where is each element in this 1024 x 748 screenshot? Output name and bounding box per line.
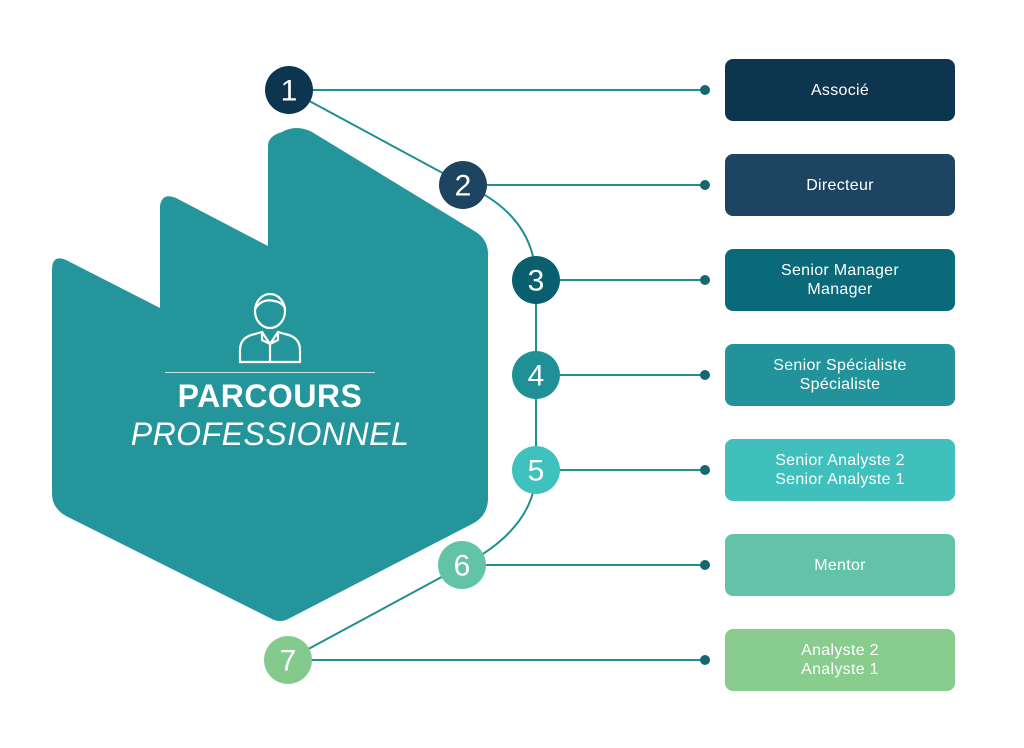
step-circle-3: 3 [512, 256, 560, 304]
step-circle-shape [439, 161, 487, 209]
role-label: Analyste 2 [801, 642, 879, 659]
step-circle-1: 1 [265, 66, 313, 114]
role-box-7: Analyste 2 Analyste 1 [725, 629, 955, 691]
step-number: 5 [528, 455, 545, 488]
role-label: Directeur [806, 176, 874, 194]
step-circle-5: 5 [512, 446, 560, 494]
horizontal-connectors [288, 85, 710, 665]
role-box-6: Mentor [725, 534, 955, 596]
connector-dot [700, 465, 710, 475]
role-label: Analyste 1 [801, 661, 879, 678]
role-label: Spécialiste [799, 376, 881, 393]
role-label: Senior Analyste 2 [775, 452, 905, 469]
step-circle-6: 6 [438, 541, 486, 589]
step-number: 4 [528, 360, 545, 393]
connector-dot [700, 370, 710, 380]
role-box-5: Senior Analyste 2 Senior Analyste 1 [725, 439, 955, 501]
step-circles: 1 2 3 4 5 6 7 [264, 66, 560, 684]
step-circle-4: 4 [512, 351, 560, 399]
step-circle-shape [512, 256, 560, 304]
role-label: Associé [810, 81, 870, 99]
step-circle-shape [512, 446, 560, 494]
career-shape [52, 128, 488, 621]
role-label: Senior Manager [780, 262, 900, 279]
step-circle-shape [265, 66, 313, 114]
step-number: 3 [528, 265, 545, 298]
step-circle-shape [512, 351, 560, 399]
step-number: 1 [281, 75, 298, 108]
title-line-2: PROFESSIONNEL [130, 416, 410, 452]
person-icon [238, 292, 302, 364]
role-label: Mentor [814, 556, 866, 574]
role-label: Senior Spécialiste [773, 357, 907, 374]
step-number: 7 [280, 645, 297, 678]
step-circle-2: 2 [439, 161, 487, 209]
step-number: 6 [454, 550, 471, 583]
role-label: Manager [807, 281, 873, 298]
role-label: Senior Analyste 1 [775, 471, 905, 488]
connector-dot [700, 180, 710, 190]
title-divider [165, 372, 375, 373]
step-number: 2 [455, 170, 472, 203]
connector-dot [700, 275, 710, 285]
connector-dot [700, 85, 710, 95]
connector-dot [700, 560, 710, 570]
title-line-1: PARCOURS [177, 378, 363, 414]
connector-dot [700, 655, 710, 665]
role-box-2: Directeur [725, 154, 955, 216]
step-circle-7: 7 [264, 636, 312, 684]
role-box-1: Associé [725, 59, 955, 121]
step-circle-shape [438, 541, 486, 589]
step-circle-shape [264, 636, 312, 684]
title-block: PARCOURS PROFESSIONNEL [100, 372, 440, 453]
